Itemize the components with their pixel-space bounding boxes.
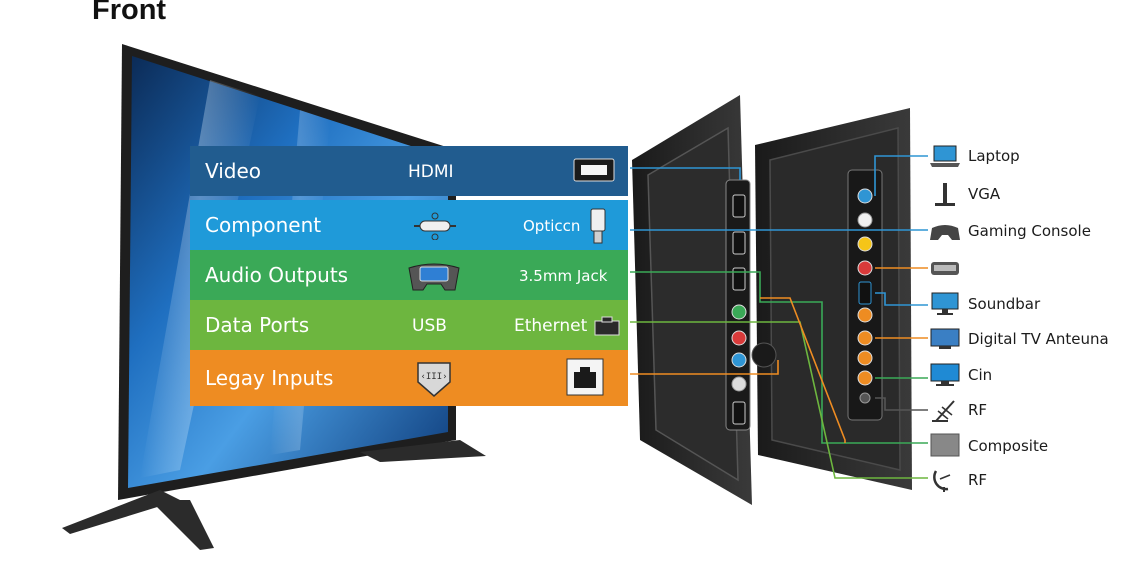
row-text-secondary: Ethernet [514, 316, 588, 336]
row-label: Legay Inputs [205, 366, 334, 390]
row-label: Component [205, 213, 322, 237]
device-label: Gaming Console [968, 222, 1091, 240]
legend-row-component: Component Opticcn [190, 200, 628, 250]
row-label: Data Ports [205, 313, 310, 337]
legend-row-legacy-inputs: Legay Inputs ‹III› [190, 350, 628, 406]
scart-port-icon: ‹III› [417, 362, 451, 397]
legend-row-data-ports: Data Ports USB Ethernet [190, 300, 628, 350]
row-text-secondary: 3.5mm Jack [519, 267, 608, 285]
legend-row-audio-outputs: Audio Outputs 3.5mm Jack [190, 250, 628, 300]
legend-connector-lines [630, 167, 928, 479]
page-title: Front [92, 0, 167, 26]
vga-connector-icon [408, 263, 460, 291]
device-label: RF [968, 401, 988, 419]
device-label: Digital TV Anteuna [968, 330, 1109, 348]
ethernet-port-icon [594, 316, 620, 336]
box-icon [930, 433, 960, 457]
component-plug-icon [414, 212, 456, 240]
laptop-icon [930, 145, 960, 167]
left-ports [731, 194, 777, 425]
dish-icon [933, 470, 951, 492]
device-label: Laptop [968, 147, 1020, 165]
monitor-icon [931, 292, 959, 315]
rj45-port-icon [566, 358, 604, 396]
device-connector-lines [874, 155, 928, 411]
right-ports [857, 188, 873, 404]
device-label: Soundbar [968, 295, 1041, 313]
hdmi-port-icon [573, 158, 615, 182]
device-label: VGA [968, 185, 1001, 203]
svg-text:‹III›: ‹III› [420, 372, 447, 382]
gamepad-icon [930, 225, 960, 240]
rear-panel-left [632, 95, 752, 505]
vga-stand-icon [935, 183, 955, 206]
device-label: Cin [968, 366, 993, 384]
row-text-primary: USB [412, 316, 447, 336]
optical-plug-icon [590, 208, 606, 244]
row-text-secondary: Opticcn [523, 217, 581, 235]
device-label: RF [968, 471, 988, 489]
antenna-icon [932, 400, 955, 422]
controller-icon [931, 262, 959, 275]
device-label: Composite [968, 437, 1049, 455]
row-label: Video [205, 159, 262, 183]
display-icon [930, 363, 960, 386]
row-label: Audio Outputs [205, 263, 349, 287]
tv-icon [930, 328, 960, 349]
legend-row-video: Video HDMI [190, 146, 628, 196]
rear-panel-right [755, 108, 912, 490]
row-text-primary: HDMI [408, 162, 454, 182]
